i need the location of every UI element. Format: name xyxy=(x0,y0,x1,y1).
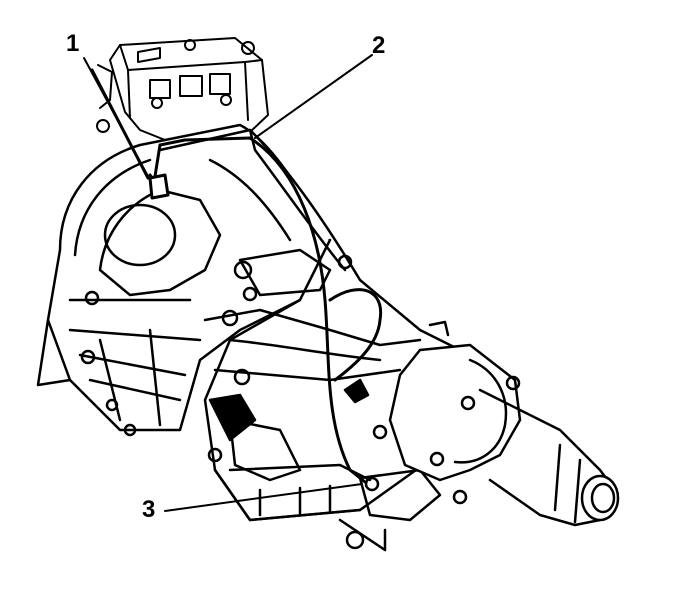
upper-block xyxy=(96,37,269,141)
callout-1: 1 xyxy=(66,30,80,57)
callout-3: 3 xyxy=(142,496,156,523)
leader-line-3 xyxy=(164,483,363,512)
callout-2: 2 xyxy=(372,32,386,59)
leader-lines xyxy=(83,54,373,512)
leader-line-1 xyxy=(83,57,151,181)
leader-line-2 xyxy=(254,54,373,139)
extension-housing xyxy=(343,320,620,527)
